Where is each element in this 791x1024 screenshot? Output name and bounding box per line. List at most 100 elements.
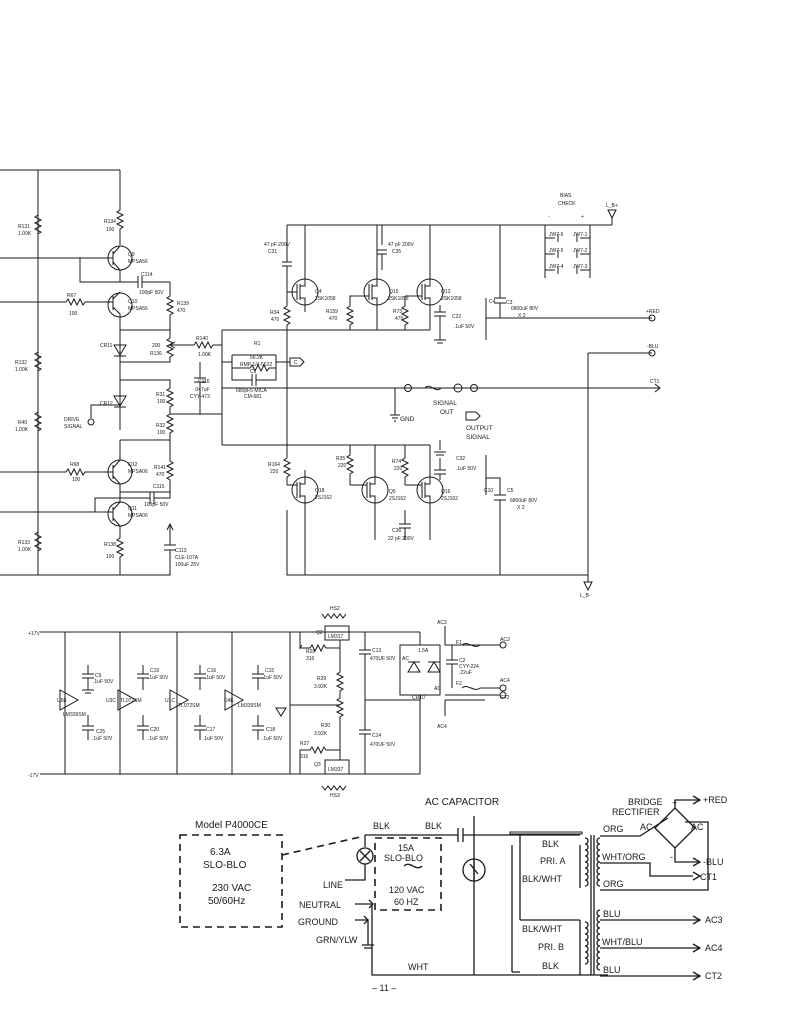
q18-type: 2SJ162 <box>315 495 332 501</box>
r32-label: R32 <box>156 423 165 429</box>
bridge-ac-right: AC <box>434 686 441 692</box>
drive-signal-label-1: DRIVE <box>64 417 80 423</box>
r1-value: 56.2K <box>250 355 264 361</box>
r32-value: 100 <box>157 430 166 436</box>
pri-b-label: PRI. B <box>538 942 564 952</box>
bias-check-label-1: BIAS <box>560 193 572 199</box>
c36-value: 22 pF 200V <box>388 536 415 542</box>
ac4-out: AC4 <box>705 943 723 953</box>
c35-label: C35 <box>392 249 401 255</box>
r136-value: 200 <box>152 343 161 349</box>
c9-value: .1uF 50V <box>93 679 114 685</box>
c16-label: C16 <box>207 668 216 674</box>
r27-label: R27 <box>300 741 309 747</box>
q13-type: 2SK1058 <box>441 296 462 302</box>
r31-label: R31 <box>156 392 165 398</box>
r35-label: R35 <box>336 456 345 462</box>
c19-value: .1uF 50V <box>148 675 169 681</box>
bridge-ac-left: AC <box>640 822 653 832</box>
c32-label: C32 <box>456 456 465 462</box>
r136-label: R136 <box>150 351 162 357</box>
signal-out-label-1: SIGNAL <box>433 400 457 407</box>
rail-neg-label: -17V <box>28 773 39 779</box>
r159-value: 470 <box>329 316 338 322</box>
c116-part: CYY-473 <box>190 394 210 400</box>
ce-voltage-1: 230 VAC <box>212 883 251 894</box>
r74-label: R74 <box>392 459 401 465</box>
c20-value: .1uF 50V <box>148 736 169 742</box>
q18-label: Q18 <box>315 488 325 494</box>
svg-text:C: C <box>294 360 298 366</box>
c17-label: C17 <box>206 727 215 733</box>
ct2-term-label: CT2 <box>500 695 510 701</box>
q11-type: MPSA06 <box>128 513 148 519</box>
bridge-ac-right: AC <box>691 822 704 832</box>
c35-value: 47 pF 200V <box>388 242 415 248</box>
c22-label: C22 <box>452 314 461 320</box>
sec-blu-label-1: BLU <box>603 909 621 919</box>
r35-value: 220 <box>338 463 347 469</box>
u4e-label: U4E <box>224 698 234 704</box>
c2-label: C2 <box>459 658 466 664</box>
r28-value: 316 <box>306 656 315 662</box>
c4-label: C4 <box>489 299 496 305</box>
r138-label: R138 <box>104 542 116 548</box>
ac4-node-label: AC4 <box>437 724 447 730</box>
q15-type: 2SK1058 <box>388 296 409 302</box>
sec-whtorg-label: WHT/ORG <box>602 852 646 862</box>
c114-label: C114 <box>141 272 153 278</box>
r1-label: R1 <box>254 341 261 347</box>
c22-value: .1uF 50V <box>454 324 475 330</box>
us-voltage-1: 120 VAC <box>389 885 425 895</box>
rail-pos-label: +17V <box>28 631 40 637</box>
r133-value: 1.00K <box>18 547 32 553</box>
u5e-part: LM339SM <box>63 712 86 718</box>
q5-label: Q5 <box>389 489 396 495</box>
ac-capacitor-label: AC CAPACITOR <box>425 797 499 808</box>
us-variant-box <box>374 837 442 911</box>
r27-value: 316 <box>300 754 309 760</box>
cr11-label: CR11 <box>100 343 113 349</box>
r131-value: 1.00K <box>18 231 32 237</box>
sec-blu-label-2: BLU <box>603 965 621 975</box>
c115-value: 100pF 50V <box>144 502 169 508</box>
pri-b-blkwht-label: BLK/WHT <box>522 924 563 934</box>
ct2-out: CT2 <box>705 971 722 981</box>
signal-out-label-2: OUT <box>440 409 454 416</box>
bridge-rectifier <box>654 807 696 849</box>
minus-blu-label: -BLU <box>647 344 659 350</box>
output-signal-label-1: OUTPUT <box>466 425 493 432</box>
ce-fuse-1: 6.3A <box>210 847 231 858</box>
c116-value: .047uF <box>194 387 210 393</box>
l-b-minus-label: L_B- <box>580 593 591 599</box>
jw7-6: JW7-6 <box>549 232 564 238</box>
c25-value: .1uF 50V <box>92 736 113 742</box>
u3c-label: U3C <box>106 698 116 704</box>
sec-org-label-2: ORG <box>603 879 624 889</box>
q4-type: 2SK1058 <box>315 296 336 302</box>
ce-variant-box <box>179 834 283 928</box>
f2-label: F2 <box>456 681 462 687</box>
bias-plus: + <box>581 214 584 220</box>
c10-label: C10 <box>484 488 493 494</box>
jw7-2: JW7-2 <box>573 248 588 254</box>
r40-value: 1.00K <box>15 427 29 433</box>
q13-label: Q13 <box>441 289 451 295</box>
regulator-schematic: +17V -17V U5E LM339SM C9 .1uF 50V C25 .1… <box>28 606 510 799</box>
c1-value: 680pF5 MICA <box>236 388 268 394</box>
r132-label: R132 <box>15 360 27 366</box>
r138-value: 100 <box>106 554 115 560</box>
ce-voltage-2: 50/60Hz <box>208 896 245 907</box>
hs2-label: HS2 <box>330 606 340 612</box>
c31-value: 47 pF 200V <box>264 242 291 248</box>
c113-label: C113 <box>175 548 187 554</box>
q3-part: LM337 <box>328 767 344 773</box>
c2-value: .22uF <box>459 670 472 676</box>
pri-a-label: PRI. A <box>540 856 566 866</box>
q2-part: LM317 <box>328 634 344 640</box>
r30-value: 3.92K <box>314 731 328 737</box>
q10-type: MPSA56 <box>128 306 148 312</box>
c5-label: C5 <box>507 488 514 494</box>
r134-value: 100 <box>106 227 115 233</box>
